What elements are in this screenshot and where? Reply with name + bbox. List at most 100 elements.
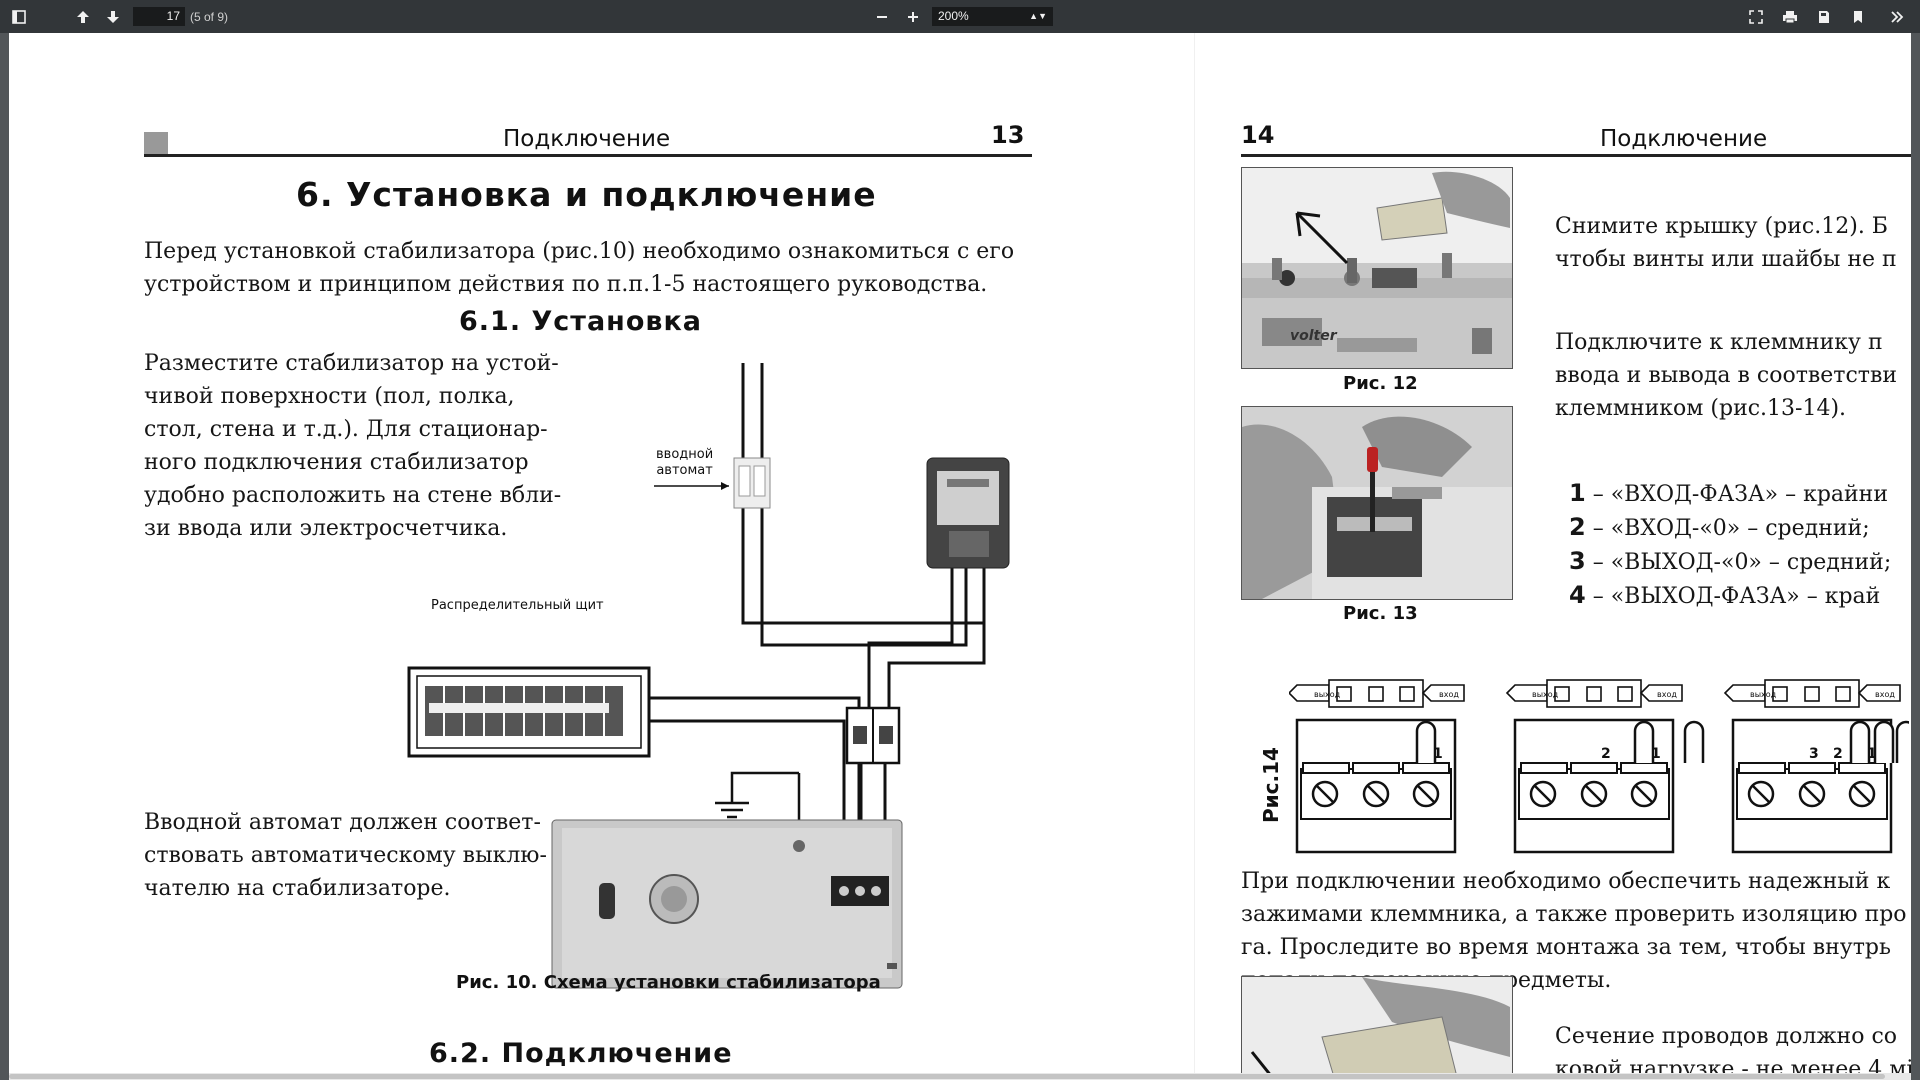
install-paragraph: Разместите стабилизатор на устой- чивой … — [144, 347, 564, 545]
cover-paragraph: Снимите крышку (рис.12). Б чтобы винты и… — [1555, 210, 1911, 276]
text-line: ствовать автоматическому выклю- — [144, 843, 547, 868]
item-number: 2 — [1569, 513, 1586, 541]
text-line: клеммником (рис.13-14). — [1555, 396, 1847, 421]
text-line: чивой поверхности (пол, полка, — [144, 384, 515, 409]
screwdriver — [1370, 467, 1375, 532]
terminal-list-item: 1 – «ВХОД-ФАЗА» – крайни — [1569, 477, 1911, 511]
chevron-updown-icon: ▲▼ — [1029, 11, 1047, 21]
print-icon[interactable] — [1779, 6, 1801, 28]
figure-12-photo: volter — [1241, 167, 1513, 369]
volter-logo: volter — [1290, 328, 1337, 344]
text-line: При подключении необходимо обеспечить на… — [1241, 869, 1891, 894]
input-breaker-label: вводной автомат — [656, 447, 713, 479]
terminal-number: 2 — [1601, 746, 1611, 762]
wire-section-paragraph: Сечение проводов должно со ковой нагрузк… — [1555, 1020, 1911, 1073]
text-line: Разместите стабилизатор на устой- — [144, 351, 559, 376]
arrow-up-icon[interactable] — [72, 6, 94, 28]
item-text: – «ВХОД-«0» – средний; — [1585, 516, 1870, 541]
terminal-list-item: 2 – «ВХОД-«0» – средний; — [1569, 511, 1911, 545]
figure-12-caption: Рис. 12 — [1343, 373, 1418, 394]
terminal-number: 2 — [1833, 746, 1843, 762]
breaker-paragraph: Вводной автомат должен соответ- ствовать… — [144, 806, 574, 905]
arrow-icon — [1295, 211, 1349, 265]
zoom-value: 200% — [938, 9, 969, 23]
save-icon[interactable] — [1813, 6, 1835, 28]
terminal-number: 3 — [1809, 746, 1819, 762]
page-number-input[interactable]: 17 — [133, 7, 185, 26]
text-line: Сечение проводов должно со — [1555, 1024, 1898, 1049]
intro-paragraph: Перед установкой стабилизатора (рис.10) … — [144, 235, 1034, 301]
item-text: – «ВХОД-ФАЗА» – крайни — [1585, 482, 1889, 507]
input-label: вход — [1875, 690, 1895, 699]
item-text: – «ВЫХОД-ФАЗА» – край — [1585, 584, 1881, 609]
figure-13-caption: Рис. 13 — [1343, 603, 1418, 624]
label-line: автомат — [656, 463, 713, 478]
text-line: устройством и принципом действия по п.п.… — [144, 272, 988, 297]
text-line: га. Проследите во время монтажа за тем, … — [1241, 935, 1891, 960]
figure-15-photo — [1241, 976, 1513, 1073]
label-line: вводной — [656, 447, 714, 462]
terminal-block — [1289, 679, 1465, 854]
horizontal-scrollbar[interactable] — [9, 1073, 1911, 1080]
page-separator — [1194, 33, 1195, 1073]
figure-caption: Рис. 10. Схема установки стабилизатора — [456, 972, 881, 993]
text-line: ного подключения стабилизатор — [144, 450, 529, 475]
item-number: 3 — [1569, 547, 1586, 575]
terminal-number: 1 — [1867, 746, 1877, 762]
text-line: Вводной автомат должен соответ- — [144, 810, 541, 835]
item-text: – «ВЫХОД-«0» – средний; — [1585, 550, 1892, 575]
terminal-number: 1 — [1433, 746, 1443, 762]
zoom-select[interactable]: 200% ▲▼ — [932, 7, 1053, 26]
figure-13-photo — [1241, 406, 1513, 600]
plus-icon[interactable] — [902, 6, 924, 28]
figure-14-label: Рис.14 — [1259, 747, 1283, 823]
header-marker — [144, 132, 168, 154]
input-label: вход — [1657, 690, 1677, 699]
vertical-scrollbar[interactable] — [1911, 33, 1920, 1073]
pdf-document: Подключение 13 6. Установка и подключени… — [9, 33, 1911, 1073]
header-rule — [1241, 154, 1911, 157]
text-line: удобно расположить на стене вбли- — [144, 483, 562, 508]
subsection-heading: 6.1. Установка — [459, 306, 703, 337]
header-rule — [144, 154, 1032, 157]
switch-knob — [599, 883, 615, 919]
minus-icon[interactable] — [871, 6, 893, 28]
text-line: зи ввода или электросчетчика. — [144, 516, 508, 541]
terminal-list-item: 4 – «ВЫХОД-ФАЗА» – край — [1569, 579, 1911, 613]
bookmark-icon[interactable] — [1847, 6, 1869, 28]
sidebar-icon[interactable] — [8, 6, 30, 28]
connect-paragraph: Подключите к клеммнику п ввода и вывода … — [1555, 326, 1911, 425]
text-line: зажимами клеммника, а также проверить из… — [1241, 902, 1907, 927]
output-label: выход — [1532, 690, 1559, 699]
subsection-heading-2: 6.2. Подключение — [429, 1038, 733, 1069]
page-number: 14 — [1241, 121, 1275, 149]
figure-14-diagram — [1289, 678, 1909, 854]
terminal-list: 1 – «ВХОД-ФАЗА» – крайни 2 – «ВХОД-«0» –… — [1569, 477, 1911, 613]
text-line: чтобы винты или шайбы не п — [1555, 247, 1897, 272]
wire-terminals — [1415, 678, 1909, 854]
text-line: Снимите крышку (рис.12). Б — [1555, 214, 1888, 239]
pdf-toolbar: 17 (5 of 9) 200% ▲▼ — [0, 0, 1920, 33]
terminal-list-item: 3 – «ВЫХОД-«0» – средний; — [1569, 545, 1911, 579]
text-line: стол, стена и т.д.). Для стационар- — [144, 417, 548, 442]
text-line: чателю на стабилизаторе. — [144, 876, 451, 901]
item-number: 4 — [1569, 581, 1586, 609]
output-label: выход — [1750, 690, 1777, 699]
output-label: выход — [1314, 690, 1341, 699]
terminal-number: 1 — [1651, 746, 1661, 762]
fit-page-icon[interactable] — [1745, 6, 1767, 28]
text-line: Подключите к клеммнику п — [1555, 330, 1883, 355]
page-count: (5 of 9) — [190, 10, 229, 24]
text-line: ввода и вывода в соответстви — [1555, 363, 1897, 388]
installation-diagram — [407, 363, 1010, 989]
section-heading: 6. Установка и подключение — [296, 175, 877, 214]
text-line: ковой нагрузке - не менее 4 мі — [1555, 1057, 1911, 1073]
item-number: 1 — [1569, 479, 1586, 507]
arrow-down-icon[interactable] — [102, 6, 124, 28]
header-title: Подключение — [503, 126, 671, 152]
page-number: 13 — [991, 121, 1025, 149]
scrollbar-thumb[interactable] — [9, 1074, 1885, 1079]
panel-label: Распределительный щит — [431, 598, 604, 613]
more-icon[interactable] — [1886, 6, 1908, 28]
header-title: Подключение — [1600, 126, 1768, 152]
